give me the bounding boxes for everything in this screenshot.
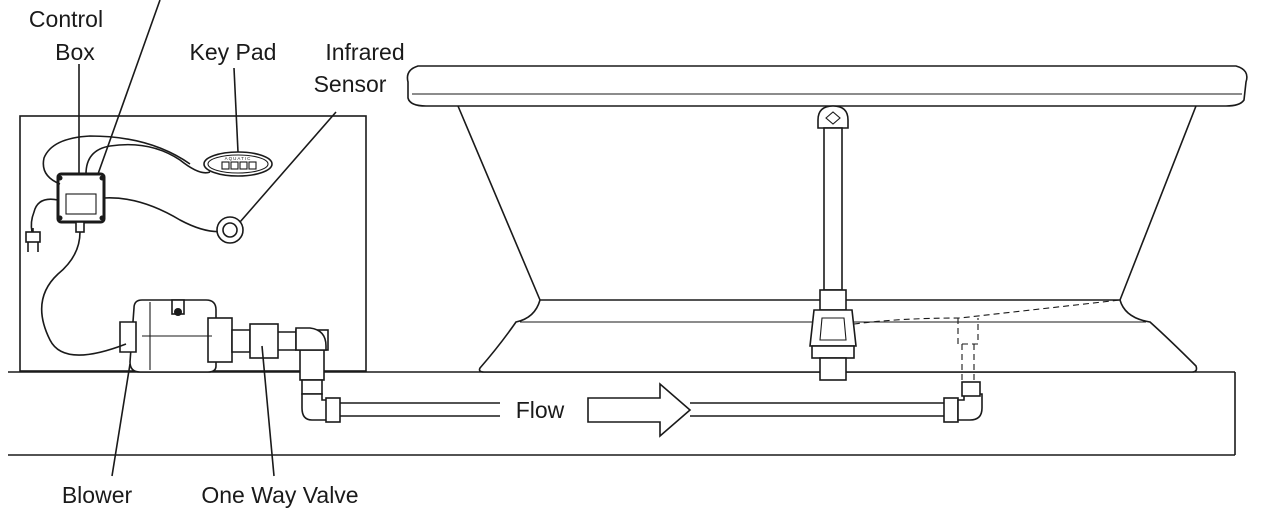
leader-key-pad (233, 67, 239, 153)
leader-lines (78, 0, 337, 477)
label-one-way-valve: One Way Valve (201, 482, 358, 508)
hidden-fitting (957, 318, 979, 345)
label-flow: Flow (516, 397, 565, 423)
infrared-sensor (216, 216, 244, 244)
key-pad: AQUATIC (203, 151, 273, 177)
label-blower: Blower (62, 482, 133, 508)
one-way-valve (249, 323, 327, 359)
label-infrared-line2: Sensor (314, 71, 387, 97)
keypad-brand: AQUATIC (225, 156, 252, 161)
label-control-box-line1: Control (29, 6, 103, 32)
hidden-riser (961, 344, 975, 384)
hidden-air-line (853, 299, 1121, 325)
label-key-pad: Key Pad (190, 39, 277, 65)
leader-blower (111, 363, 131, 477)
label-control-box-line2: Box (55, 39, 95, 65)
flow-arrow-icon (587, 382, 692, 438)
standpipe (809, 105, 857, 381)
wiring (30, 135, 231, 356)
power-plug-icon (25, 228, 41, 252)
leader-top (97, 0, 161, 175)
leader-valve (261, 345, 275, 477)
leader-infrared (239, 111, 337, 223)
control-box (56, 172, 106, 233)
label-infrared-line1: Infrared (325, 39, 404, 65)
blower (119, 299, 251, 373)
